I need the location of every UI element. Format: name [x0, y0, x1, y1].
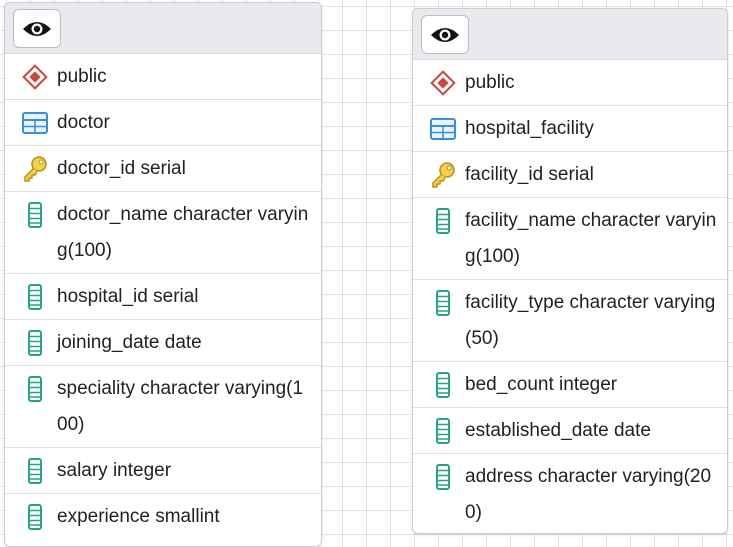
column-icon — [21, 329, 49, 357]
schema-row[interactable]: public — [413, 60, 727, 106]
column-icon — [21, 201, 49, 229]
column-icon — [429, 207, 457, 235]
column-label: address character varying(200) — [465, 466, 712, 523]
column-label: salary integer — [57, 460, 172, 481]
column-icon — [429, 417, 457, 445]
table-icon — [21, 109, 49, 137]
table-node-hospital-facility[interactable]: public hospital_facility facility_id ser… — [412, 8, 728, 534]
primary-key-row[interactable]: doctor_id serial — [5, 146, 321, 192]
column-row[interactable]: speciality character varying(100) — [5, 366, 321, 448]
column-row[interactable]: facility_name character varying(100) — [413, 198, 727, 280]
schema-label: public — [57, 66, 107, 87]
table-icon — [429, 115, 457, 143]
column-label: joining_date date — [57, 332, 202, 353]
primary-key-row[interactable]: facility_id serial — [413, 152, 727, 198]
column-row[interactable]: hospital_id serial — [5, 274, 321, 320]
eye-toggle-button[interactable] — [421, 15, 469, 54]
column-row[interactable]: joining_date date — [5, 320, 321, 366]
schema-icon — [429, 69, 457, 97]
table-name-row[interactable]: hospital_facility — [413, 106, 727, 152]
eye-toggle-button[interactable] — [13, 9, 61, 48]
schema-icon — [21, 63, 49, 91]
key-icon — [21, 155, 49, 183]
column-icon — [21, 283, 49, 311]
column-label: established_date date — [465, 420, 651, 441]
column-row[interactable]: doctor_name character varying(100) — [5, 192, 321, 274]
column-icon — [429, 371, 457, 399]
column-icon — [21, 503, 49, 531]
node-header — [413, 9, 727, 60]
column-label: facility_name character varying(100) — [465, 210, 717, 267]
column-row[interactable]: salary integer — [5, 448, 321, 494]
eye-icon — [23, 21, 51, 36]
column-label: experience smallint — [57, 506, 220, 527]
eye-icon — [431, 27, 459, 42]
table-name-row[interactable]: doctor — [5, 100, 321, 146]
column-row[interactable]: established_date date — [413, 408, 727, 454]
node-header — [5, 3, 321, 54]
column-icon — [429, 463, 457, 491]
column-label: speciality character varying(100) — [57, 378, 304, 435]
column-icon — [21, 375, 49, 403]
column-row[interactable]: bed_count integer — [413, 362, 727, 408]
schema-row[interactable]: public — [5, 54, 321, 100]
column-label: hospital_id serial — [57, 286, 199, 307]
table-name-label: doctor — [57, 112, 110, 133]
schema-label: public — [465, 72, 515, 93]
table-node-doctor[interactable]: public doctor doctor_id serial doctor_n — [4, 2, 322, 547]
primary-key-label: doctor_id serial — [57, 158, 186, 179]
table-name-label: hospital_facility — [465, 118, 594, 139]
column-label: facility_type character varying(50) — [465, 292, 716, 349]
column-label: bed_count integer — [465, 374, 618, 395]
column-icon — [21, 457, 49, 485]
column-icon — [429, 289, 457, 317]
column-row[interactable]: facility_type character varying(50) — [413, 280, 727, 362]
column-row[interactable]: experience smallint — [5, 494, 321, 540]
primary-key-label: facility_id serial — [465, 164, 594, 185]
column-row[interactable]: address character varying(200) — [413, 454, 727, 533]
key-icon — [429, 161, 457, 189]
column-label: doctor_name character varying(100) — [57, 204, 309, 261]
